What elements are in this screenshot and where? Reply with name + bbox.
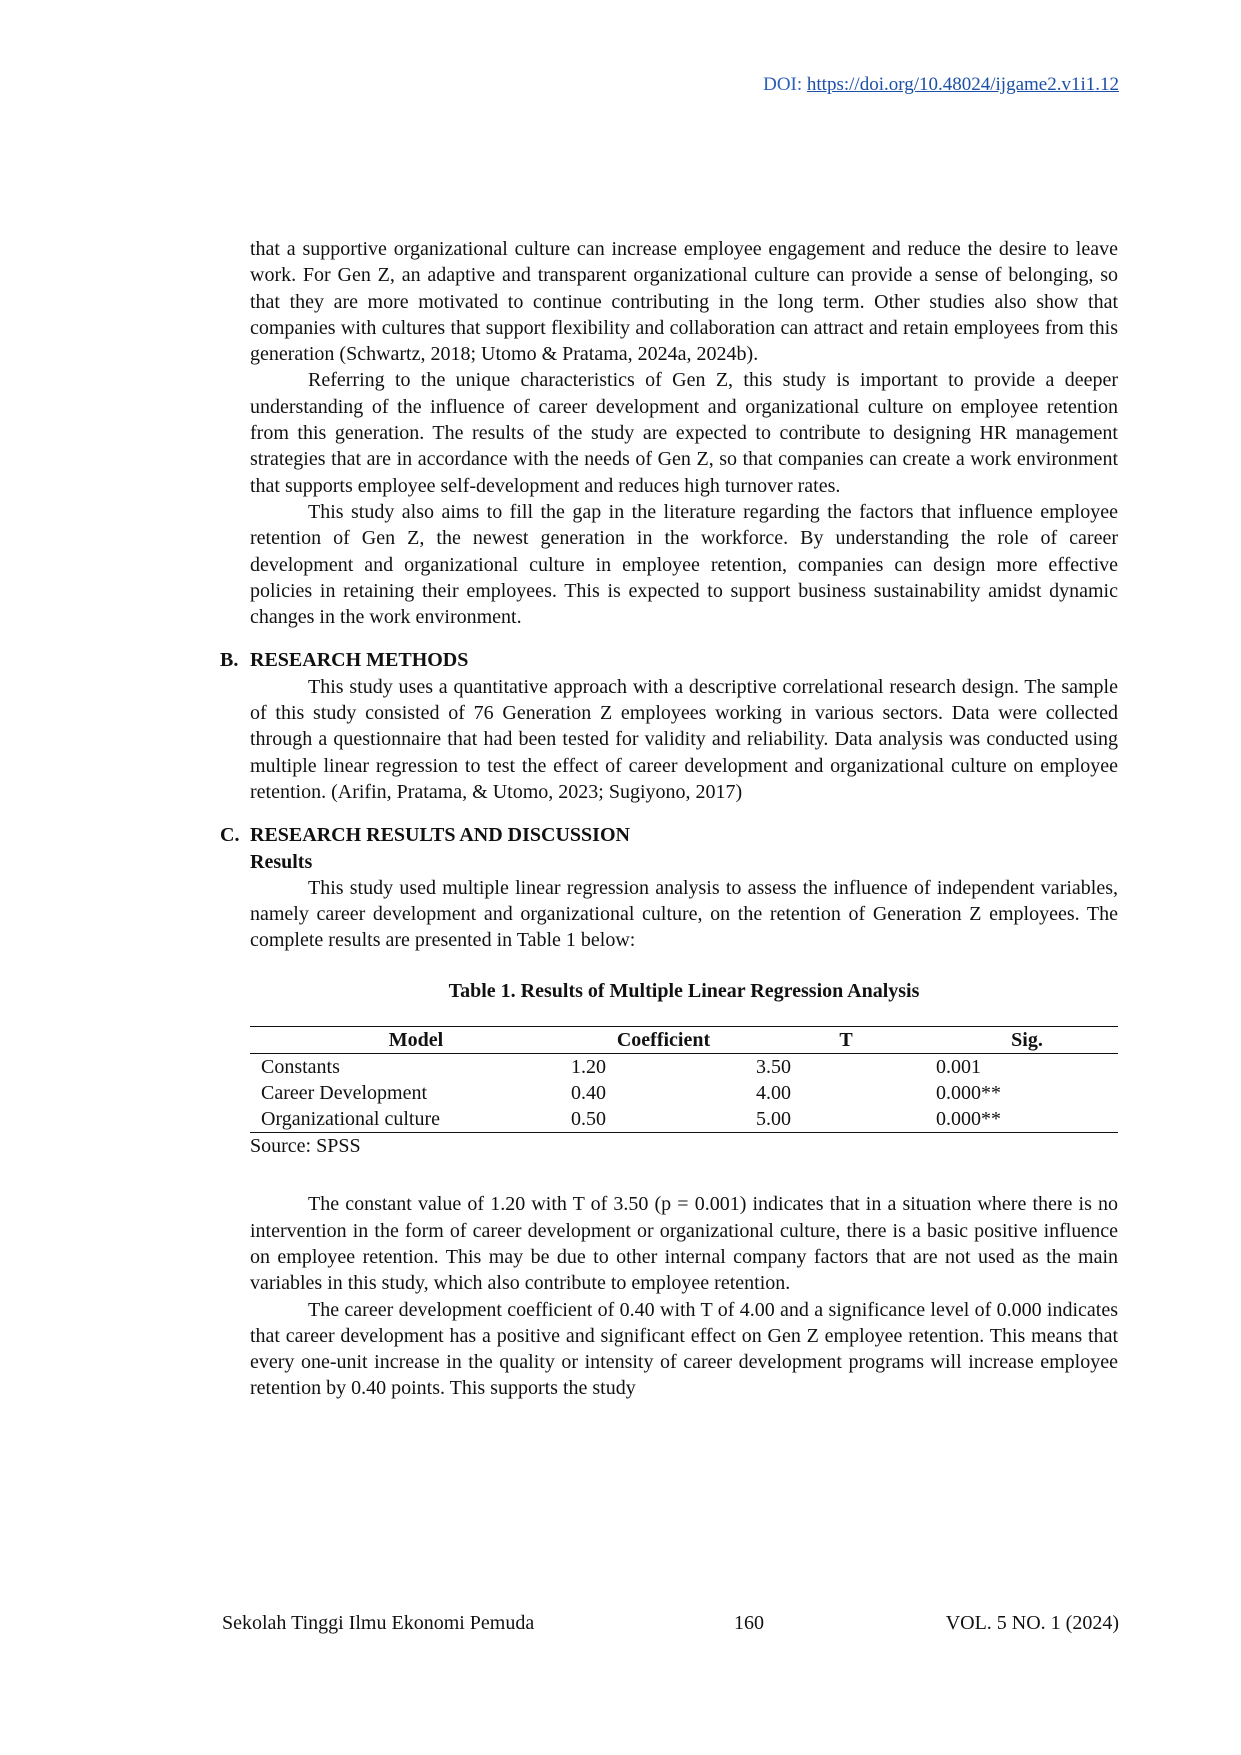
cell-model: Career Development	[261, 1082, 428, 1105]
section-c-letter: C.	[220, 824, 240, 847]
intro-paragraph-3: This study also aims to fill the gap in …	[250, 500, 1118, 629]
cell-model: Organizational culture	[261, 1108, 441, 1131]
regression-table: Model Coefficient T Sig. Constants 1.20 …	[250, 1026, 1118, 1133]
header-coefficient: Coefficient	[616, 1029, 711, 1052]
footer-volume: VOL. 5 NO. 1 (2024)	[945, 1612, 1119, 1634]
section-b-heading: B. RESEARCH METHODS	[220, 647, 1118, 673]
doi-link[interactable]: https://doi.org/10.48024/ijgame2.v1i1.12	[806, 74, 1119, 95]
results-subheading: Results	[250, 850, 313, 873]
table-row: Career Development 0.40 4.00 0.000**	[250, 1080, 1118, 1106]
methods-paragraph: This study uses a quantitative approach …	[250, 675, 1118, 803]
doi-header: DOI: https://doi.org/10.48024/ijgame2.v1…	[763, 74, 1119, 96]
cell-t: 4.00	[756, 1082, 791, 1105]
discussion-paragraph-1: The constant value of 1.20 with T of 3.5…	[250, 1193, 1118, 1295]
table-row: Organizational culture 0.50 5.00 0.000**	[250, 1106, 1118, 1133]
cell-sig: 0.000**	[936, 1108, 1001, 1131]
table-caption: Table 1. Results of Multiple Linear Regr…	[448, 979, 920, 1002]
section-c-heading: C. RESEARCH RESULTS AND DISCUSSION	[220, 822, 1118, 848]
page-body: that a supportive organizational culture…	[220, 236, 1118, 1402]
doi-label: DOI:	[763, 74, 803, 95]
cell-sig: 0.000**	[936, 1082, 1001, 1105]
cell-coefficient: 0.50	[571, 1108, 606, 1131]
table-row: Constants 1.20 3.50 0.001	[250, 1054, 1118, 1081]
cell-t: 3.50	[756, 1056, 791, 1079]
header-sig: Sig.	[1011, 1029, 1043, 1052]
cell-t: 5.00	[756, 1108, 791, 1131]
results-paragraph: This study used multiple linear regressi…	[250, 876, 1118, 952]
section-c-title: RESEARCH RESULTS AND DISCUSSION	[250, 824, 630, 847]
footer-institution: Sekolah Tinggi Ilmu Ekonomi Pemuda	[222, 1612, 535, 1634]
table-source: Source: SPSS	[250, 1135, 361, 1158]
cell-model: Constants	[261, 1056, 340, 1079]
footer-page-number: 160	[734, 1612, 764, 1634]
header-t: T	[839, 1029, 853, 1052]
table-header-row: Model Coefficient T Sig.	[250, 1026, 1118, 1054]
discussion-paragraph-2: The career development coefficient of 0.…	[250, 1298, 1118, 1400]
intro-paragraph-2: Referring to the unique characteristics …	[250, 369, 1118, 497]
section-b-letter: B.	[220, 649, 239, 672]
cell-coefficient: 0.40	[571, 1082, 606, 1105]
cell-sig: 0.001	[936, 1056, 981, 1079]
cell-coefficient: 1.20	[571, 1056, 606, 1079]
page-footer: Sekolah Tinggi Ilmu Ekonomi Pemuda 160 V…	[222, 1612, 1119, 1640]
header-model: Model	[388, 1029, 444, 1052]
intro-paragraph-1: that a supportive organizational culture…	[250, 238, 1118, 366]
section-b-title: RESEARCH METHODS	[250, 649, 469, 672]
